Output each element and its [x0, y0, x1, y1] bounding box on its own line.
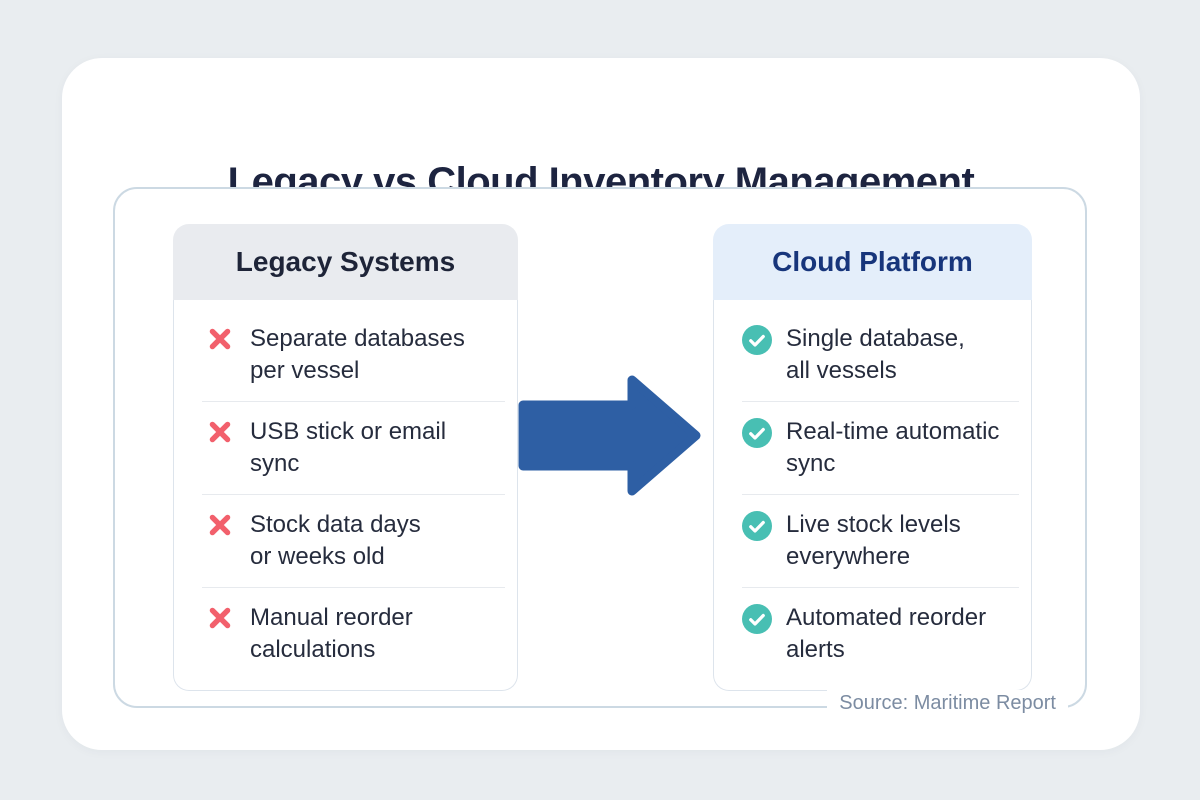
item-text: Separate databases per vessel [250, 323, 465, 387]
item-text: Stock data days or weeks old [250, 509, 421, 573]
legacy-column-header: Legacy Systems [173, 224, 518, 300]
item-text-line: Single database, [786, 325, 965, 352]
item-text-line: Automated reorder [786, 604, 987, 631]
cloud-list-item: Automated reorder alerts [714, 588, 1031, 680]
cloud-column-header: Cloud Platform [713, 224, 1032, 300]
divider [742, 401, 1019, 402]
legacy-column: Legacy Systems Separate databases per ve… [173, 224, 518, 691]
source-label: Source: Maritime Report [827, 690, 1068, 717]
item-text-line: calculations [250, 636, 376, 663]
right-arrow-icon [518, 375, 701, 496]
x-icon [206, 325, 234, 353]
divider [202, 587, 505, 588]
check-circle-icon [742, 418, 772, 448]
item-text-line: sync [786, 450, 836, 477]
item-text: Real-time automatic sync [786, 416, 999, 480]
cloud-column: Cloud Platform Single database, all vess… [713, 224, 1032, 691]
check-circle-icon [742, 604, 772, 634]
item-text: Single database, all vessels [786, 323, 965, 387]
item-text-line: alerts [786, 636, 845, 663]
item-text-line: Manual reorder [250, 604, 413, 631]
item-text-line: Real-time automatic [786, 418, 1000, 445]
item-text-line: Separate databases [250, 325, 465, 352]
item-text-line: USB stick or email [250, 418, 447, 445]
cloud-list-item: Real-time automatic sync [714, 402, 1031, 494]
legacy-list-item: Manual reorder calculations [174, 588, 517, 680]
item-text: Automated reorder alerts [786, 602, 986, 666]
infographic-card: Legacy vs Cloud Inventory Management Leg… [62, 58, 1140, 750]
cloud-column-body: Single database, all vessels Real-time a… [713, 300, 1032, 691]
divider [202, 401, 505, 402]
item-text-line: all vessels [786, 357, 897, 384]
item-text-line: per vessel [250, 357, 360, 384]
check-circle-icon [742, 325, 772, 355]
item-text-line: Live stock levels [786, 511, 961, 538]
divider [742, 587, 1019, 588]
item-text: USB stick or email sync [250, 416, 446, 480]
cloud-list-item: Single database, all vessels [714, 309, 1031, 401]
legacy-list-item: Separate databases per vessel [174, 309, 517, 401]
x-icon [206, 511, 234, 539]
item-text: Manual reorder calculations [250, 602, 413, 666]
divider [202, 494, 505, 495]
item-text-line: sync [250, 450, 300, 477]
legacy-list-item: Stock data days or weeks old [174, 495, 517, 587]
item-text-line: everywhere [786, 543, 911, 570]
x-icon [206, 418, 234, 446]
divider [742, 494, 1019, 495]
item-text: Live stock levels everywhere [786, 509, 961, 573]
comparison-panel: Legacy Systems Separate databases per ve… [113, 187, 1087, 708]
cloud-list-item: Live stock levels everywhere [714, 495, 1031, 587]
item-text-line: or weeks old [250, 543, 385, 570]
item-text-line: Stock data days [250, 511, 421, 538]
legacy-list-item: USB stick or email sync [174, 402, 517, 494]
check-circle-icon [742, 511, 772, 541]
x-icon [206, 604, 234, 632]
legacy-column-body: Separate databases per vessel USB stick … [173, 300, 518, 691]
